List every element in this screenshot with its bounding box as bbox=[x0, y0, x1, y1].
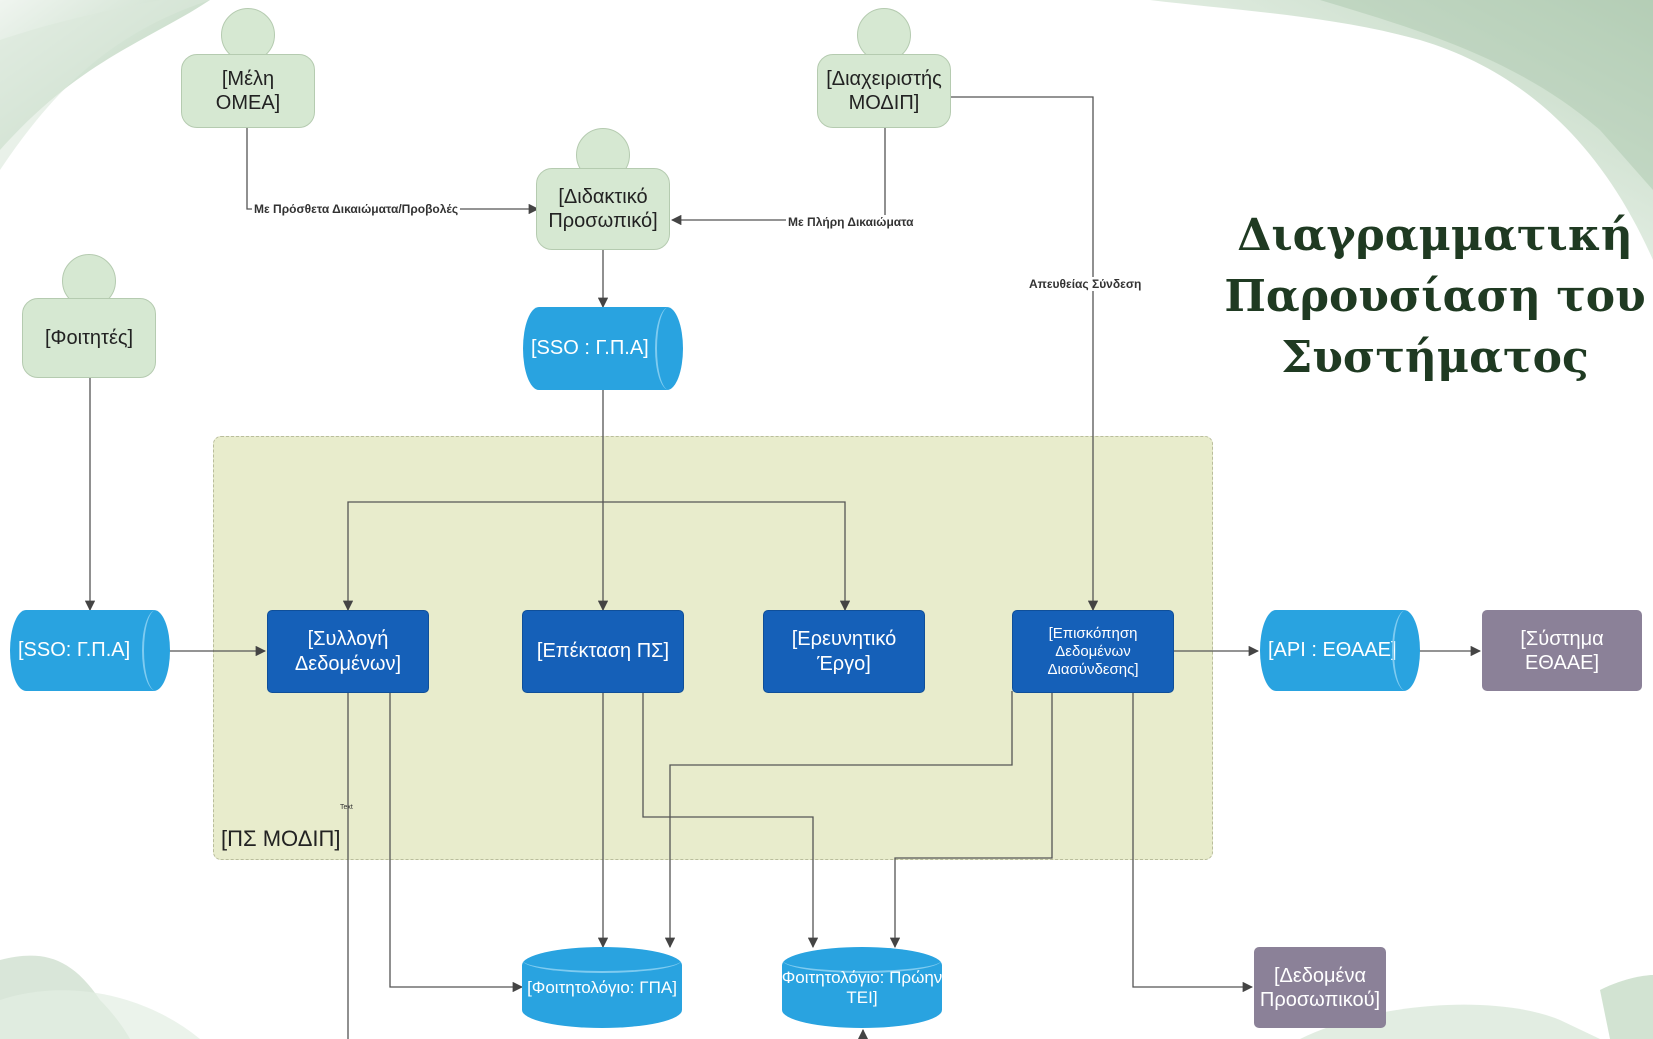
title-line-1: Διαγραμματική bbox=[1237, 210, 1633, 261]
actor-head-icon bbox=[221, 8, 275, 62]
db-student-registry-gpa: [Φοιτητολόγιο: ΓΠΑ] bbox=[522, 947, 682, 1028]
edge-admin-to-staff bbox=[670, 128, 886, 226]
actor-staff-line1: [Διδακτικό bbox=[558, 186, 648, 208]
actor-staff-line2: Προσωπικό] bbox=[548, 210, 658, 232]
edge-overview-to-staffdata bbox=[1132, 691, 1254, 993]
title-line-2: Παρουσίαση του bbox=[1224, 271, 1646, 322]
leaf-top-right bbox=[1150, 0, 1653, 260]
actor-students: [Φοιτητές] bbox=[22, 254, 156, 378]
actor-admin-line2: ΜΟΔΙΠ] bbox=[848, 92, 920, 114]
edge-label-direct: Απευθείας Σύνδεση bbox=[1027, 277, 1144, 291]
edge-label-extra-rights: Με Πρόσθετα Δικαιώματα/Προβολές bbox=[252, 202, 461, 216]
leaf-bottom-right bbox=[1300, 1004, 1600, 1039]
edge-extend-to-tei bbox=[642, 691, 819, 949]
page-title: Διαγραμματική Παρουσίαση του Συστήματος bbox=[1220, 205, 1650, 388]
actor-head-icon bbox=[857, 8, 911, 62]
sso-top-cylinder: [SSO : Γ.Π.Α] bbox=[523, 307, 683, 390]
edge-label-full-rights: Με Πλήρη Δικαιώματα bbox=[786, 215, 916, 229]
title-line-3: Συστήματος bbox=[1281, 332, 1589, 383]
edge-collect-to-gpa bbox=[389, 691, 524, 993]
actor-students-label: [Φοιτητές] bbox=[44, 327, 134, 349]
edge-collect-research-loop bbox=[342, 501, 851, 612]
component-ps-extension: [Επέκταση ΠΣ] bbox=[522, 610, 684, 693]
edge-overview-to-gpa bbox=[664, 691, 1013, 949]
edge-admin-to-overview bbox=[950, 96, 1099, 612]
edge-label-text: Text bbox=[340, 804, 353, 811]
actor-omea-line1: [Μέλη bbox=[221, 68, 275, 90]
ps-modip-label: [ΠΣ ΜΟΔΙΠ] bbox=[221, 826, 341, 851]
edge-overview-to-tei bbox=[889, 691, 1053, 949]
edge-omea-to-staff bbox=[246, 128, 540, 215]
sso-left-cylinder: [SSO: Γ.Π.Α] bbox=[10, 610, 170, 691]
actor-omea-line2: ΟΜΕΑ] bbox=[215, 92, 281, 114]
api-ethaae-cylinder: [API : ΕΘΑΑΕ] bbox=[1260, 610, 1420, 691]
actor-admin-line1: [Διαχειριστής bbox=[826, 68, 942, 90]
